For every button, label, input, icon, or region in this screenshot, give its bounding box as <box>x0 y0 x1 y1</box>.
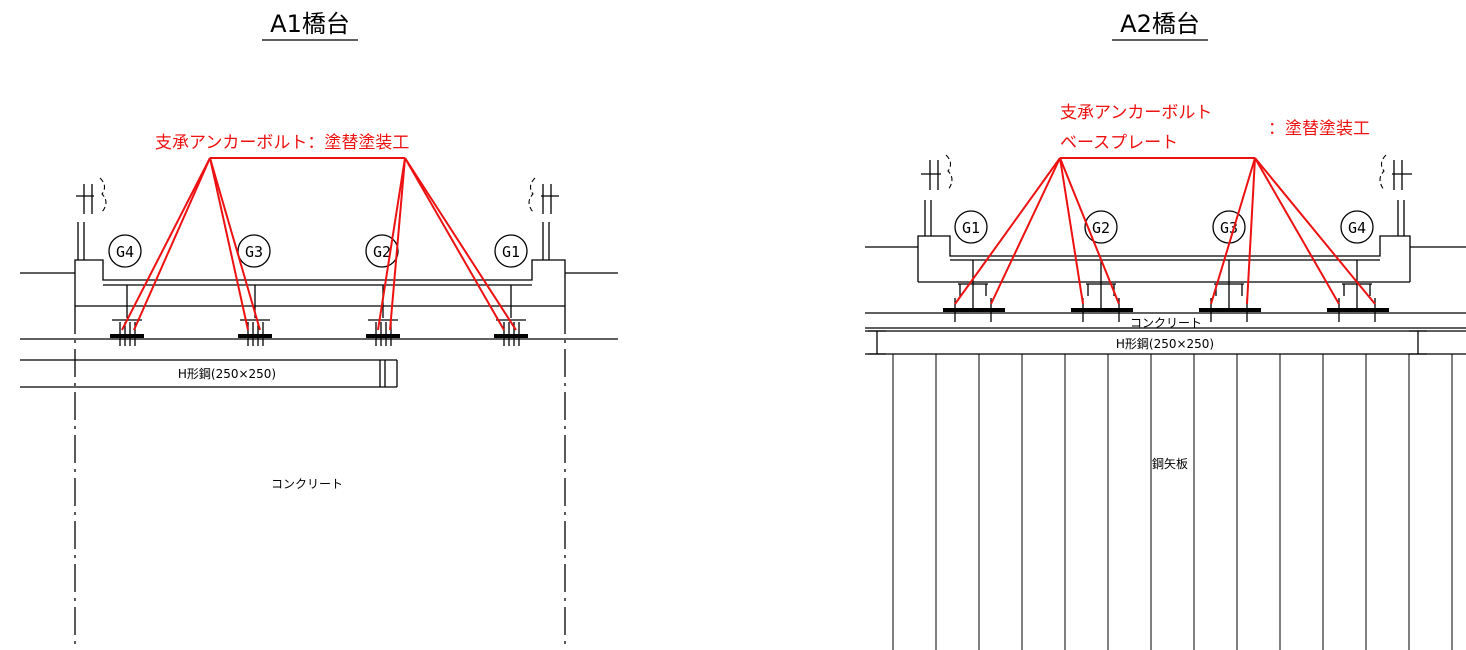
a2-concrete-label: コンクリート <box>1130 316 1202 330</box>
a1-bearing <box>494 285 528 346</box>
a2-title: A2橋台 <box>1120 10 1200 38</box>
a2-girder-marker: G3 <box>1212 210 1246 244</box>
a1-callout-leaders <box>121 157 517 331</box>
a1-railing-right <box>528 177 559 260</box>
svg-text:G2: G2 <box>1092 219 1110 237</box>
a1-girder-marker: G1 <box>494 234 528 268</box>
a1-bearing <box>110 285 144 346</box>
a2-bearing <box>943 260 1005 322</box>
a1-callout-label: 支承アンカーボルト：塗替塗装工 <box>155 132 409 153</box>
a2-callout-line1: 支承アンカーボルト <box>1060 103 1212 123</box>
a2-beam-label: H形鋼(250×250) <box>1116 337 1214 351</box>
a2-callout-line2: ベースプレート <box>1060 133 1178 153</box>
a2-sheet-label: 鋼矢板 <box>1152 457 1188 471</box>
a1-railing-left <box>76 177 107 260</box>
a1-bearing <box>366 285 400 346</box>
a2-callout-suffix: ：塗替塗装工 <box>1268 118 1370 139</box>
a2-girder-marker: G2 <box>1084 210 1118 244</box>
svg-text:G2: G2 <box>373 243 391 261</box>
a1-title: A1橋台 <box>270 10 350 38</box>
a1-abutment: A1橋台 H形鋼(250×250) コンクリート <box>20 10 618 650</box>
a1-fill-label: コンクリート <box>271 477 343 491</box>
a2-callout-leaders <box>954 157 1376 305</box>
svg-text:G3: G3 <box>245 243 263 261</box>
svg-text:G1: G1 <box>962 219 980 237</box>
a1-beam-label: H形鋼(250×250) <box>178 367 276 381</box>
a2-abutment: A2橋台 コンクリート H形鋼(250×250) <box>865 10 1466 650</box>
a2-sheet-piles <box>892 354 1453 650</box>
svg-text:G1: G1 <box>502 243 520 261</box>
a2-railing-left <box>921 154 953 236</box>
svg-text:G4: G4 <box>1348 219 1366 237</box>
a2-girder-marker: G4 <box>1340 210 1374 244</box>
svg-text:G4: G4 <box>116 243 134 261</box>
a1-girder-marker: G4 <box>108 234 142 268</box>
a2-railing-right <box>1379 154 1412 236</box>
a1-girder-marker: G3 <box>237 234 271 268</box>
a1-girder-marker: G2 <box>365 234 399 268</box>
a2-girder-marker: G1 <box>954 210 988 244</box>
